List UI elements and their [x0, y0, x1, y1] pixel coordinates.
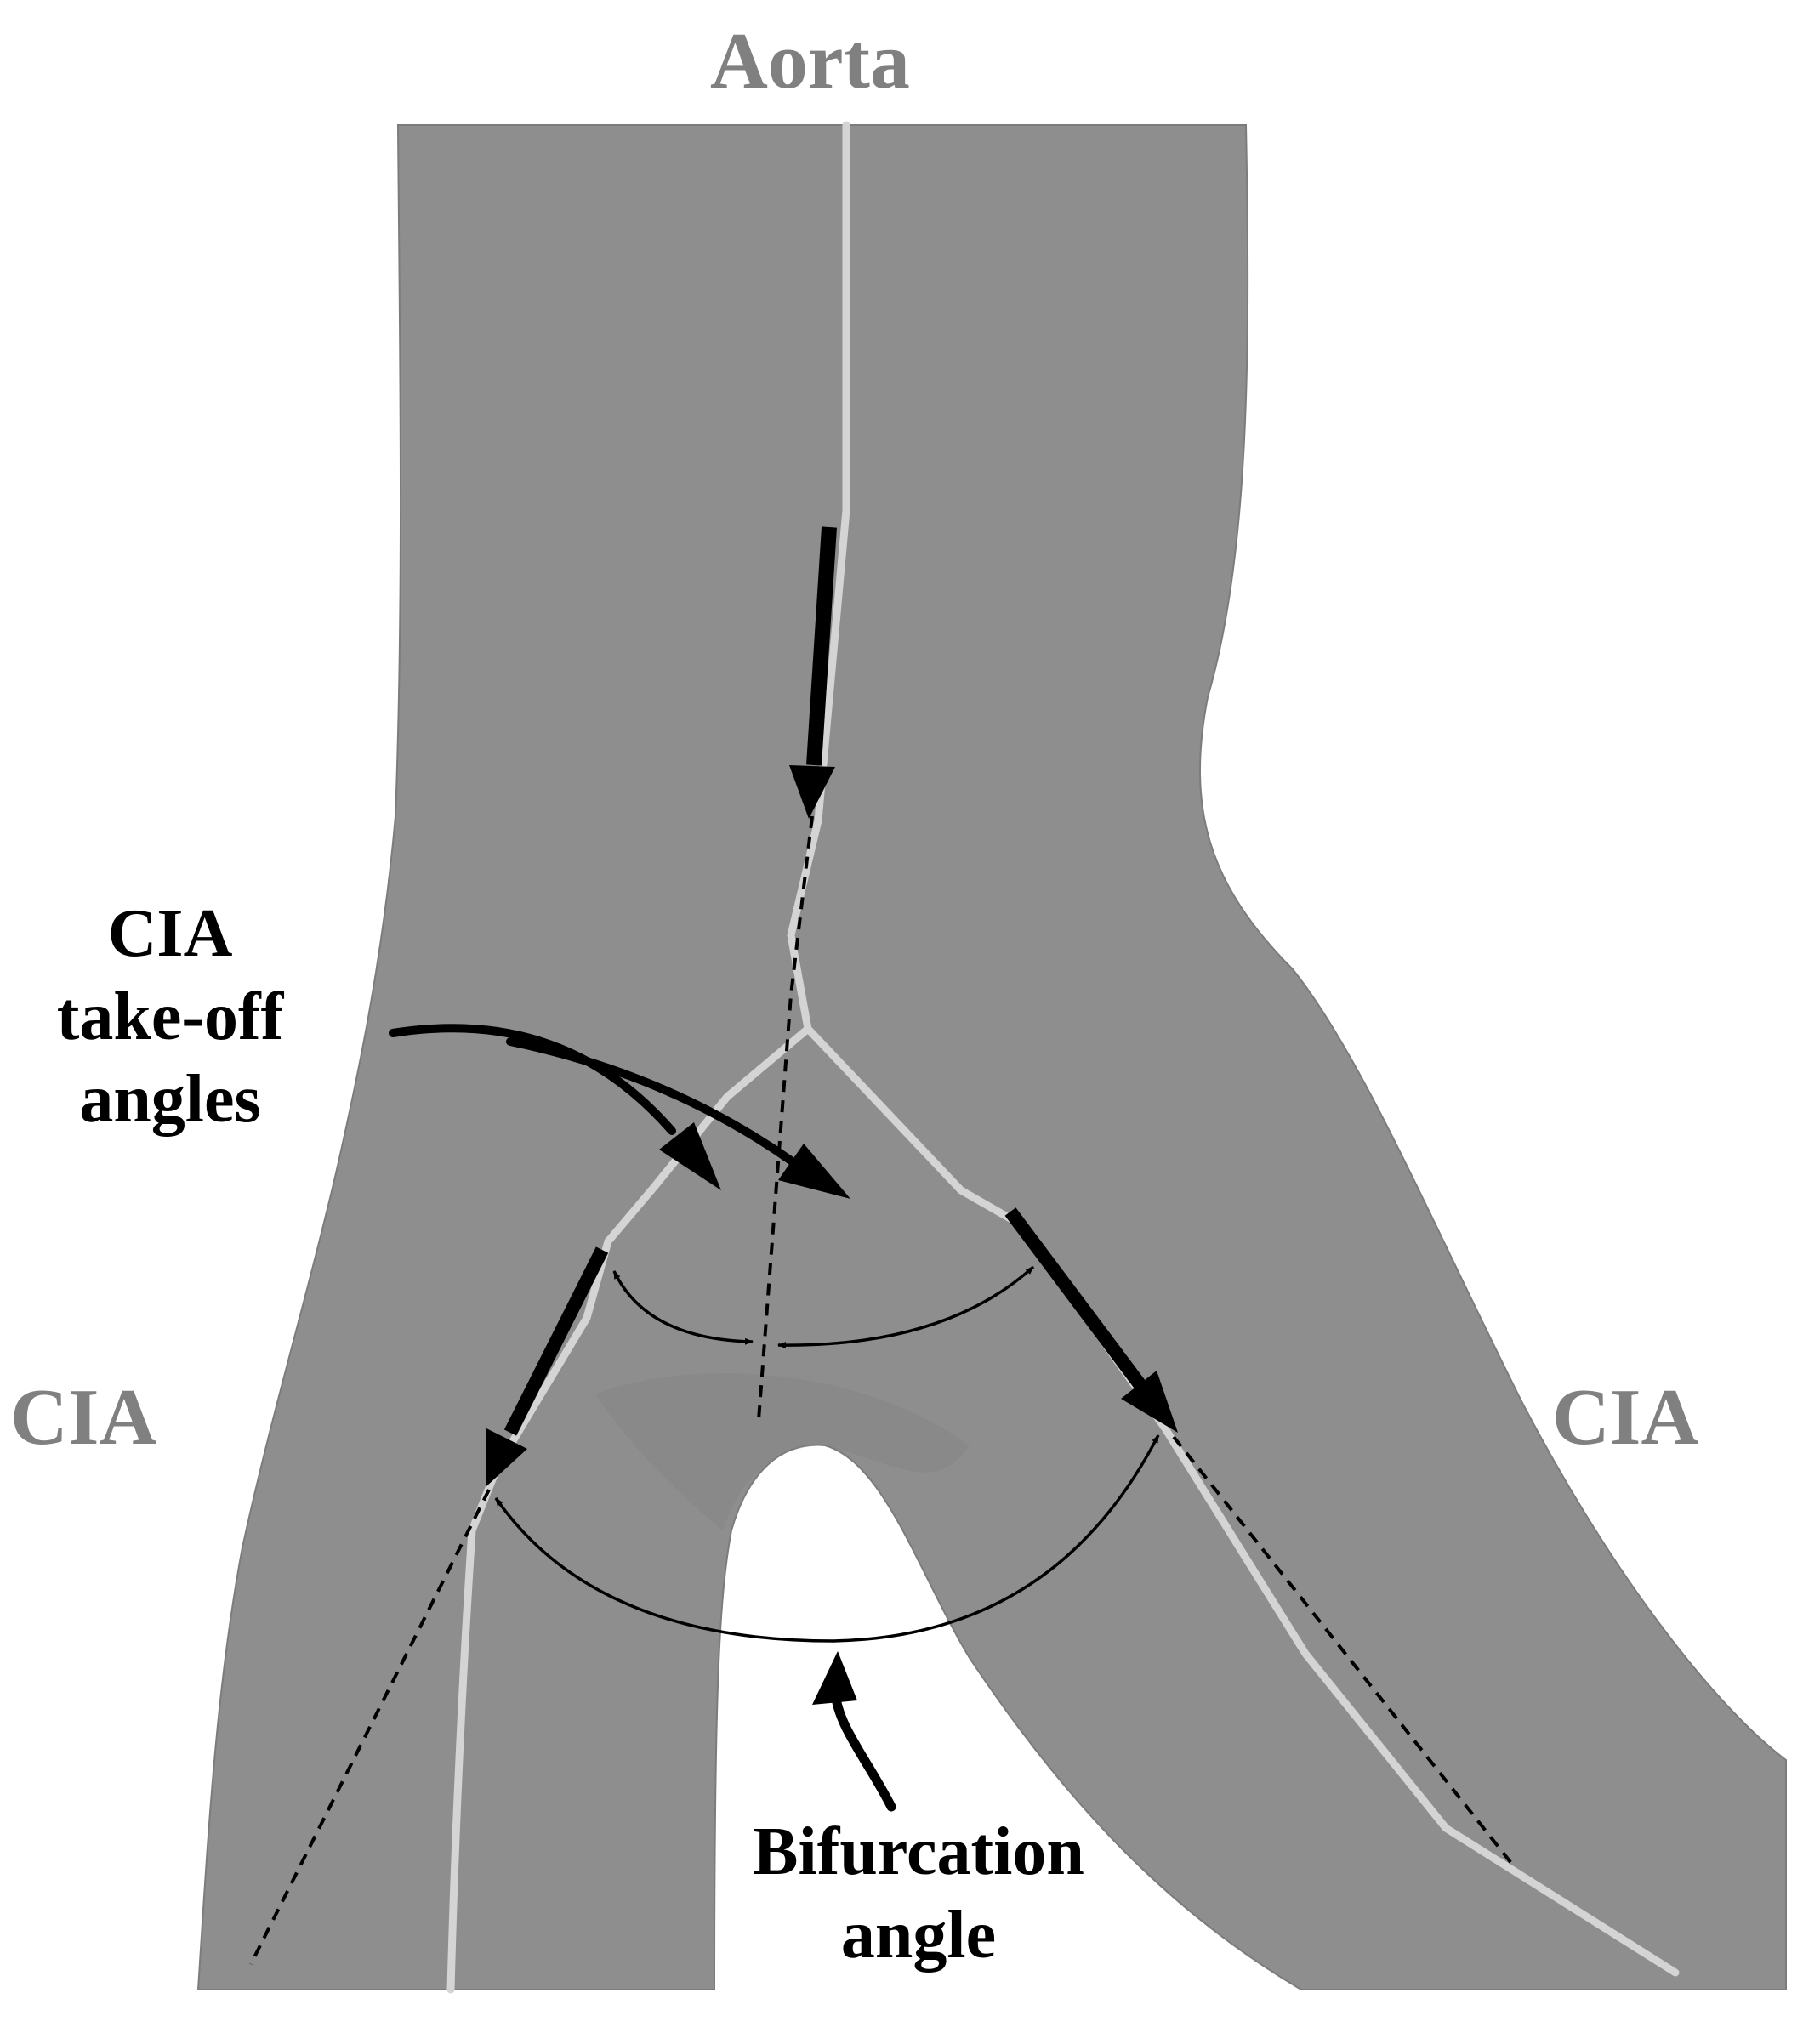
- angle-arcs: [494, 1265, 1160, 1643]
- right-cia-axis-dashed: [1172, 1435, 1516, 1868]
- takeoff-pointer-branch: [506, 1037, 795, 1165]
- takeoff-label-line2: take-off: [56, 979, 284, 1054]
- reference-lines: [249, 815, 1516, 1965]
- takeoff-pointer-head-1: [659, 1122, 721, 1190]
- centerlines: [446, 121, 1680, 1994]
- right-cia-label: CIA: [1552, 1373, 1699, 1462]
- bifurcation-label-line2: angle: [840, 1897, 997, 1973]
- bifurcation-label-line1: Bifurcation: [753, 1814, 1084, 1889]
- right-takeoff-arc: [777, 1265, 1035, 1349]
- takeoff-pointer-head-2: [778, 1144, 850, 1199]
- left-cia-direction-shaft: [503, 1246, 609, 1436]
- left-cia-axis-dashed: [249, 1489, 491, 1965]
- takeoff-pointer-stem: [389, 1024, 676, 1135]
- flow-direction-arrows: [486, 526, 1178, 1486]
- right-cia-direction-head: [1121, 1371, 1178, 1433]
- takeoff-label-line1: CIA: [107, 896, 233, 971]
- takeoff-angles-label: CIA take-off angles: [17, 893, 323, 1142]
- left-takeoff-arc: [612, 1270, 754, 1345]
- aorta-label: Aorta: [710, 17, 910, 105]
- pointer-arrows: [389, 1024, 896, 1812]
- aorta-direction-head: [789, 765, 835, 819]
- bifurcation-angle-label: Bifurcation angle: [697, 1811, 1140, 1977]
- vessel-body: [196, 124, 1787, 1990]
- vessel-surface: [196, 124, 1787, 1990]
- right-cia-centerline: [804, 1025, 1680, 1977]
- bifurcation-arc: [494, 1434, 1160, 1643]
- left-cia-centerline: [446, 1025, 812, 1994]
- bifurcation-pointer-stem: [830, 1687, 896, 1812]
- takeoff-label-line3: angles: [79, 1062, 261, 1138]
- bifurcation-pointer-head: [812, 1651, 857, 1705]
- right-cia-direction-shaft: [1004, 1207, 1146, 1388]
- aorta-direction-shaft: [806, 526, 837, 766]
- left-cia-label: CIA: [10, 1373, 157, 1462]
- aorta-centerline: [787, 121, 850, 1033]
